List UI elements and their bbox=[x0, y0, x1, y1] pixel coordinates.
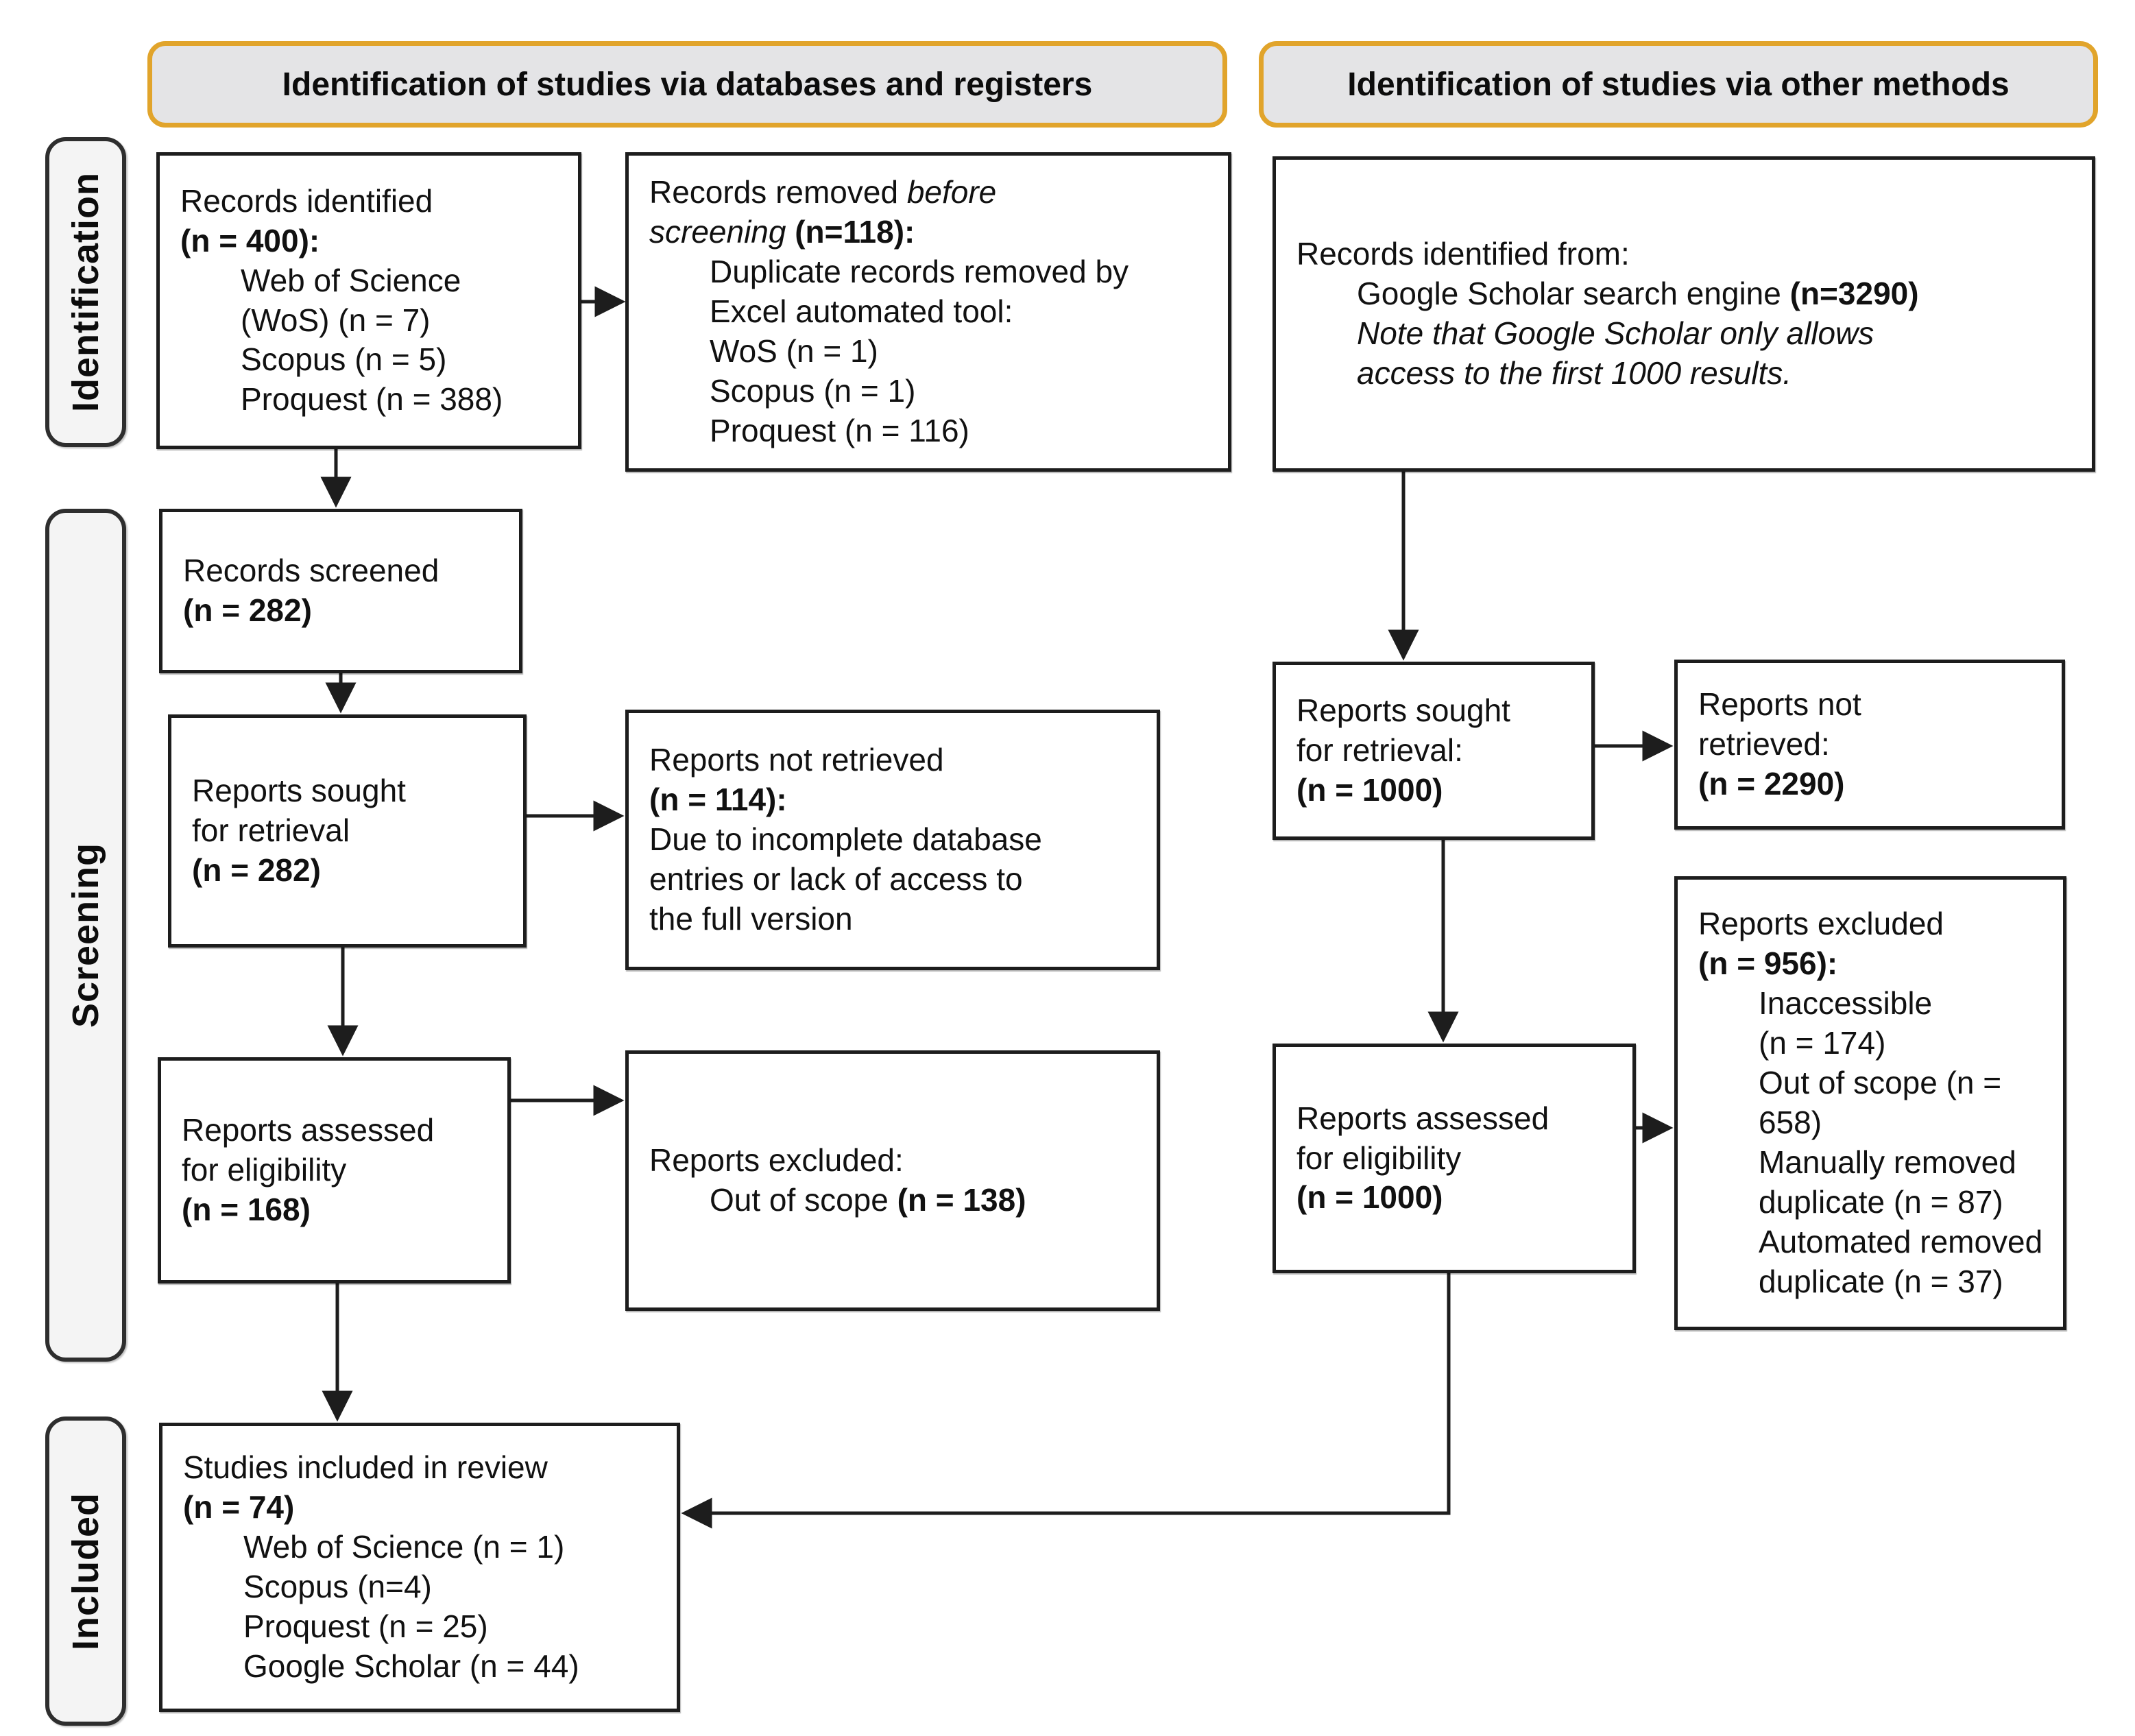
records-removed-duplicates: Duplicate records removed by bbox=[710, 254, 1129, 290]
other-excluded-count: (n = 956): bbox=[1698, 945, 1838, 982]
other-excluded-manual2: duplicate (n = 87) bbox=[1759, 1183, 2003, 1220]
header-databases-registers: Identification of studies via databases … bbox=[147, 41, 1227, 128]
records-identified-line: Records identified bbox=[180, 182, 433, 219]
box-reports-assessed-eligibility-other: Reports assessed for eligibility (n = 10… bbox=[1272, 1044, 1636, 1273]
records-identified-wos-count: (WoS) (n = 7) bbox=[241, 302, 431, 338]
header-other-methods: Identification of studies via other meth… bbox=[1259, 41, 2098, 128]
studies-included-count: (n = 74) bbox=[183, 1489, 295, 1526]
stage-screening-label: Screening bbox=[65, 842, 106, 1028]
other-sought-line2: for retrieval: bbox=[1296, 732, 1463, 769]
other-excluded-inaccessible: Inaccessible bbox=[1759, 985, 1933, 1022]
other-excluded-inaccessible-count: (n = 174) bbox=[1759, 1025, 1886, 1061]
stage-included: Included bbox=[45, 1416, 126, 1726]
other-identified-count: (n=3290) bbox=[1789, 276, 1919, 312]
box-reports-not-retrieved: Reports not retrieved (n = 114): Due to … bbox=[625, 710, 1160, 970]
reports-assessed-count: (n = 168) bbox=[182, 1191, 311, 1227]
studies-included-wos: Web of Science (n = 1) bbox=[243, 1529, 565, 1565]
other-identified-scholar: Google Scholar search engine bbox=[1357, 276, 1790, 312]
reports-sought-line2: for retrieval bbox=[192, 812, 350, 849]
records-removed-tool: Excel automated tool: bbox=[710, 293, 1013, 330]
reports-sought-count: (n = 282) bbox=[192, 852, 321, 888]
other-identified-line: Records identified from: bbox=[1296, 236, 1630, 272]
other-sought-line1: Reports sought bbox=[1296, 692, 1510, 729]
box-reports-excluded: Reports excluded: Out of scope (n = 138) bbox=[625, 1050, 1160, 1311]
reports-not-retrieved-reason3: the full version bbox=[649, 900, 853, 937]
records-removed-screening: screening bbox=[649, 214, 795, 250]
other-not-retrieved-count: (n = 2290) bbox=[1698, 765, 1845, 801]
other-identified-note2: access to the first 1000 results. bbox=[1357, 354, 1792, 391]
reports-excluded-line: Reports excluded: bbox=[649, 1142, 904, 1179]
box-reports-excluded-other: Reports excluded (n = 956): Inaccessible… bbox=[1674, 876, 2066, 1330]
reports-not-retrieved-line: Reports not retrieved bbox=[649, 742, 944, 778]
reports-excluded-count: (n = 138) bbox=[897, 1182, 1026, 1218]
other-excluded-outofscope2: 658) bbox=[1759, 1105, 1822, 1140]
other-excluded-auto1: Automated removed bbox=[1759, 1223, 2043, 1259]
stage-identification: Identification bbox=[45, 137, 126, 447]
box-reports-sought-retrieval: Reports sought for retrieval (n = 282) bbox=[168, 714, 527, 948]
other-sought-count: (n = 1000) bbox=[1296, 771, 1443, 808]
studies-included-line: Studies included in review bbox=[183, 1449, 548, 1486]
box-records-screened: Records screened (n = 282) bbox=[159, 509, 522, 673]
studies-included-scholar: Google Scholar (n = 44) bbox=[243, 1648, 579, 1684]
stage-screening: Screening bbox=[45, 509, 126, 1362]
reports-assessed-line2: for eligibility bbox=[182, 1152, 347, 1188]
records-identified-proquest: Proquest (n = 388) bbox=[241, 381, 503, 418]
other-assessed-line1: Reports assessed bbox=[1296, 1100, 1549, 1136]
studies-included-scopus: Scopus (n=4) bbox=[243, 1569, 432, 1604]
reports-assessed-line1: Reports assessed bbox=[182, 1112, 435, 1148]
stage-identification-label: Identification bbox=[65, 172, 106, 412]
box-records-identified-other: Records identified from: Google Scholar … bbox=[1272, 156, 2095, 472]
records-removed-count: (n=118): bbox=[795, 214, 915, 250]
other-not-retrieved-line1: Reports not bbox=[1698, 686, 1861, 723]
header-other-methods-label: Identification of studies via other meth… bbox=[1347, 66, 2010, 103]
reports-not-retrieved-count: (n = 114): bbox=[649, 782, 787, 818]
records-removed-proquest: Proquest (n = 116) bbox=[710, 412, 969, 448]
records-screened-count: (n = 282) bbox=[183, 592, 312, 628]
other-not-retrieved-line2: retrieved: bbox=[1698, 726, 1830, 762]
other-excluded-manual1: Manually removed bbox=[1759, 1144, 2016, 1180]
studies-included-proquest: Proquest (n = 25) bbox=[243, 1608, 488, 1644]
header-databases-registers-label: Identification of studies via databases … bbox=[282, 66, 1093, 103]
box-records-removed-before-screening: Records removed before screening (n=118)… bbox=[625, 152, 1231, 472]
records-identified-count: (n = 400): bbox=[180, 222, 320, 258]
other-excluded-line: Reports excluded bbox=[1698, 906, 1944, 942]
other-identified-note1: Note that Google Scholar only allows bbox=[1357, 315, 1874, 351]
reports-sought-line1: Reports sought bbox=[192, 773, 406, 809]
box-reports-not-retrieved-other: Reports not retrieved: (n = 2290) bbox=[1674, 660, 2065, 830]
box-records-identified: Records identified (n = 400): Web of Sci… bbox=[156, 152, 581, 449]
records-removed-wos: WoS (n = 1) bbox=[710, 333, 878, 369]
records-removed-scopus: Scopus (n = 1) bbox=[710, 372, 916, 409]
records-removed-before: before bbox=[906, 174, 997, 210]
box-studies-included: Studies included in review (n = 74) Web … bbox=[159, 1423, 680, 1712]
reports-not-retrieved-reason2: entries or lack of access to bbox=[649, 860, 1023, 897]
records-removed-line: Records removed bbox=[649, 174, 907, 210]
records-identified-wos: Web of Science bbox=[241, 262, 461, 298]
box-reports-sought-retrieval-other: Reports sought for retrieval: (n = 1000) bbox=[1272, 662, 1595, 840]
other-assessed-line2: for eligibility bbox=[1296, 1140, 1462, 1176]
stage-included-label: Included bbox=[65, 1492, 107, 1650]
other-excluded-outofscope1: Out of scope (n = bbox=[1759, 1065, 2002, 1101]
other-excluded-auto2: duplicate (n = 37) bbox=[1759, 1263, 2003, 1299]
reports-excluded-outofscope: Out of scope bbox=[710, 1182, 897, 1218]
records-identified-scopus: Scopus (n = 5) bbox=[241, 341, 447, 378]
records-screened-line: Records screened bbox=[183, 553, 439, 589]
reports-not-retrieved-reason1: Due to incomplete database bbox=[649, 821, 1042, 858]
box-reports-assessed-eligibility: Reports assessed for eligibility (n = 16… bbox=[158, 1057, 511, 1283]
other-assessed-count: (n = 1000) bbox=[1296, 1179, 1443, 1216]
